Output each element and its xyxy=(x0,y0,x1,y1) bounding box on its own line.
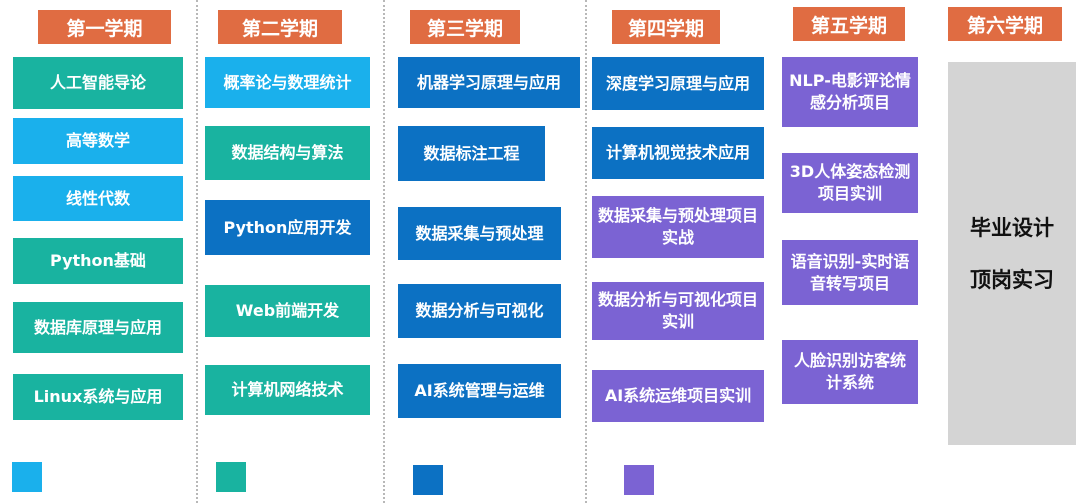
semester-divider xyxy=(585,0,587,503)
course-card: AI系统管理与运维 xyxy=(398,364,561,418)
semester-3-header: 第三学期 xyxy=(410,10,520,44)
course-card: Python应用开发 xyxy=(205,200,370,255)
course-card: Python基础 xyxy=(13,238,183,284)
course-card: Linux系统与应用 xyxy=(13,374,183,420)
course-card: 数据库原理与应用 xyxy=(13,302,183,353)
legend-swatch-teal xyxy=(216,462,246,492)
internship-label: 顶岗实习 xyxy=(970,267,1054,292)
course-card: 数据采集与预处理项目实战 xyxy=(592,196,764,258)
course-card: 数据采集与预处理 xyxy=(398,207,561,260)
course-card: AI系统运维项目实训 xyxy=(592,370,764,422)
legend-swatch-purple xyxy=(624,465,654,495)
course-card: 数据分析与可视化 xyxy=(398,284,561,338)
semester-4-header: 第四学期 xyxy=(612,10,720,44)
course-card: 计算机视觉技术应用 xyxy=(592,127,764,179)
course-card: 概率论与数理统计 xyxy=(205,57,370,108)
course-card: 数据分析与可视化项目实训 xyxy=(592,282,764,340)
course-card: 数据结构与算法 xyxy=(205,126,370,180)
semester-6-header: 第六学期 xyxy=(948,7,1062,41)
course-card: 人脸识别访客统计系统 xyxy=(782,340,918,404)
semester-1-header: 第一学期 xyxy=(38,10,171,44)
semester-2-header: 第二学期 xyxy=(218,10,342,44)
semester-divider xyxy=(383,0,385,503)
semester-5-header: 第五学期 xyxy=(793,7,905,41)
course-card: 数据标注工程 xyxy=(398,126,545,181)
course-card: 计算机网络技术 xyxy=(205,365,370,415)
course-card: NLP-电影评论情感分析项目 xyxy=(782,57,918,127)
legend-swatch-blue xyxy=(413,465,443,495)
semester-divider xyxy=(196,0,198,503)
graduation-design-label: 毕业设计 xyxy=(970,215,1054,240)
course-card: 语音识别-实时语音转写项目 xyxy=(782,240,918,305)
course-card: 线性代数 xyxy=(13,176,183,221)
course-card: 深度学习原理与应用 xyxy=(592,57,764,110)
course-card: Web前端开发 xyxy=(205,285,370,337)
course-card: 机器学习原理与应用 xyxy=(398,57,580,108)
course-card: 人工智能导论 xyxy=(13,57,183,109)
legend-swatch-cyan xyxy=(12,462,42,492)
course-card: 高等数学 xyxy=(13,118,183,164)
course-card: 3D人体姿态检测项目实训 xyxy=(782,153,918,213)
graduation-card: 毕业设计 顶岗实习 xyxy=(948,62,1076,445)
